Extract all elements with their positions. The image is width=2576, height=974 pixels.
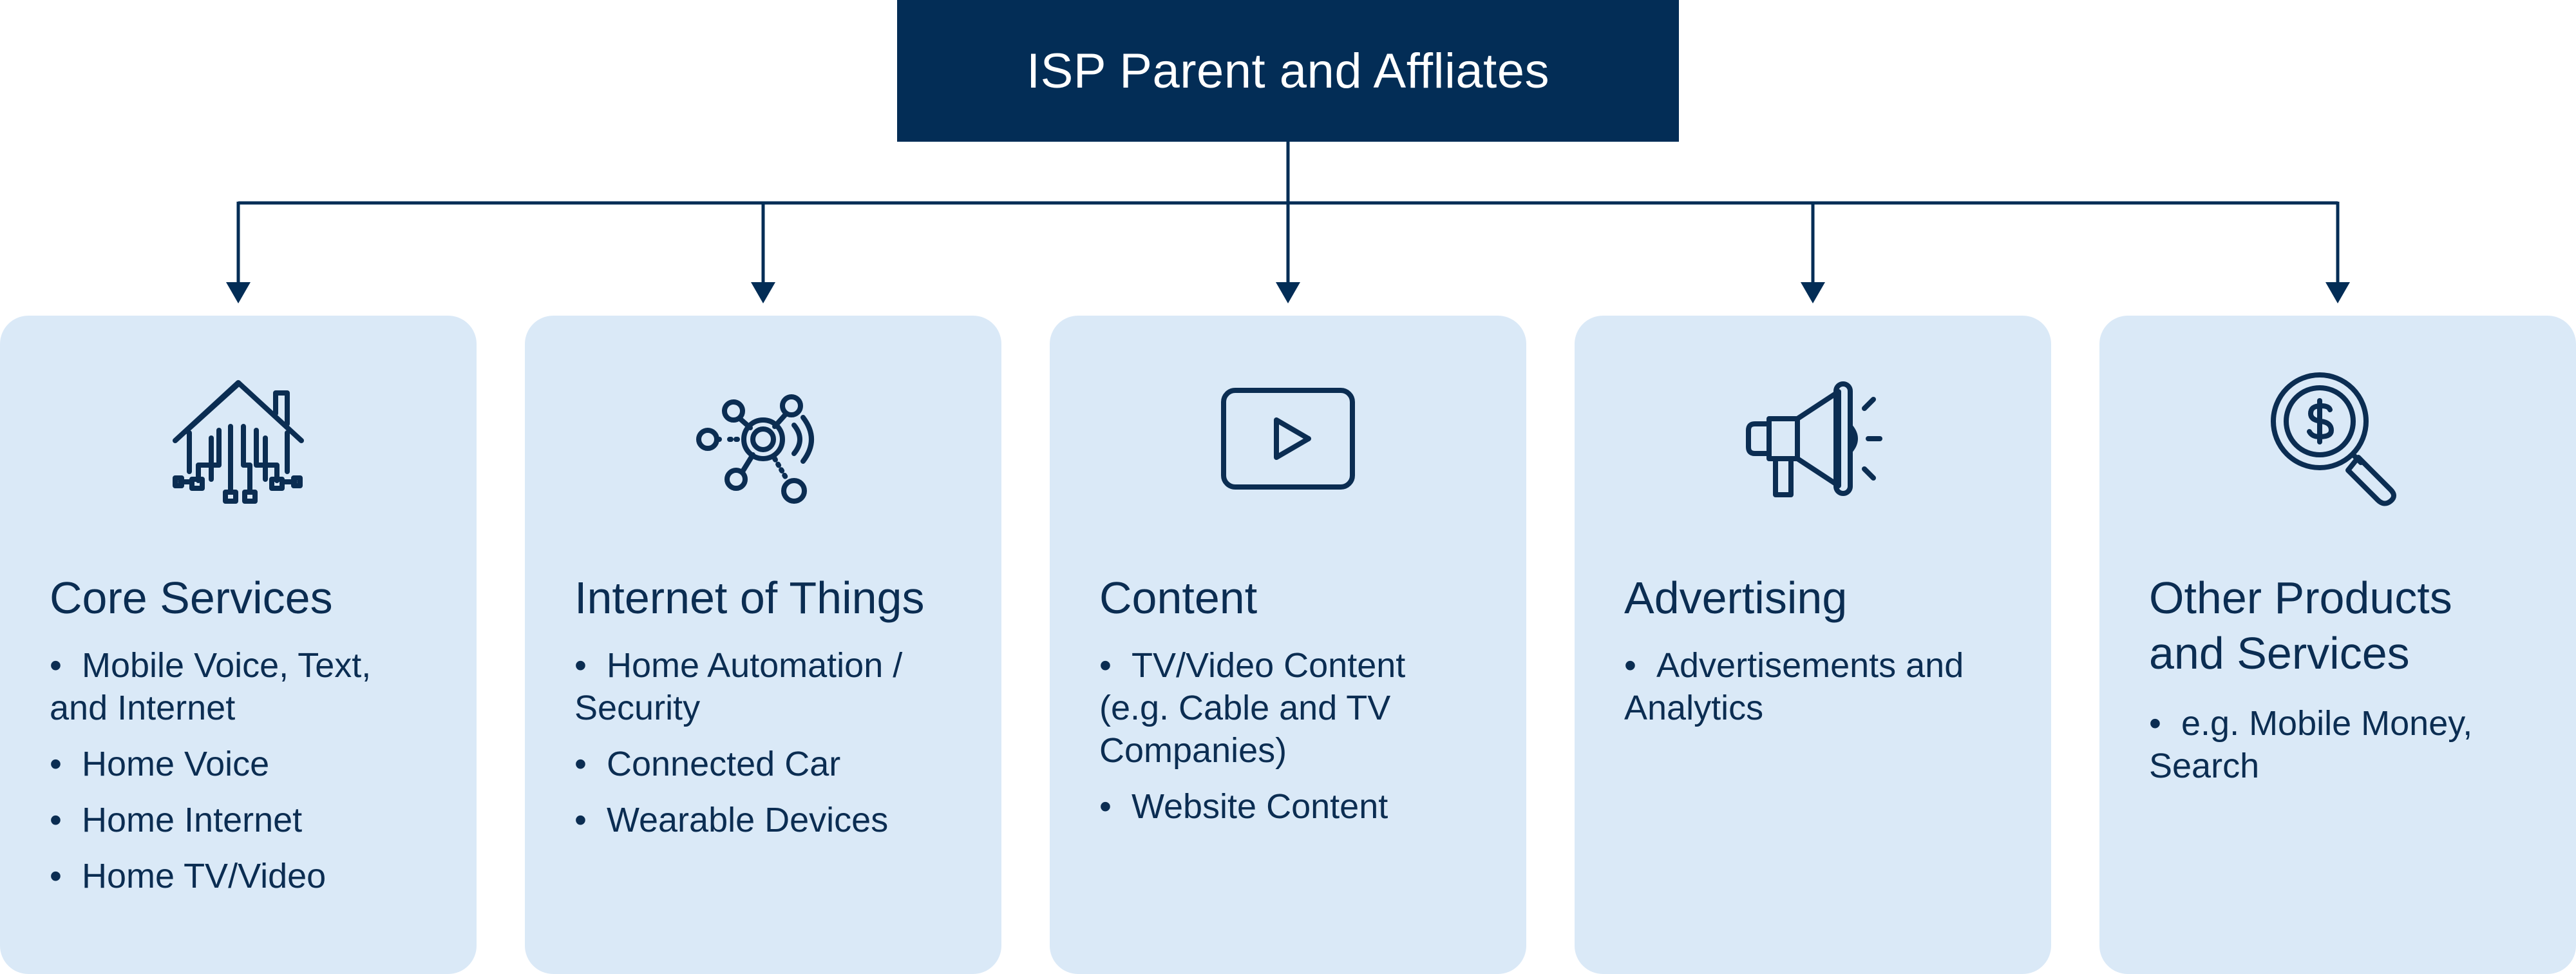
list-item-text: Search [2149, 747, 2260, 785]
card-title: Core Services [50, 570, 455, 625]
card-title-line: Content [1099, 573, 1258, 623]
list-item: •Connected Car [574, 745, 841, 783]
parent-node: ISP Parent and Affliates [897, 0, 1679, 142]
card-title-line: Internet of Things [574, 573, 925, 623]
list-item-text: TV/Video Content [1132, 646, 1406, 685]
card-title-line: Advertising [1624, 573, 1848, 623]
card-internet-of-things: Internet of Things •Home Automation /Sec… [525, 316, 1001, 974]
card-other-products-and-services: Other Products and Services •e.g. Mobile… [2099, 316, 2576, 974]
list-item-text: Wearable Devices [607, 801, 889, 839]
card-item-list: •e.g. Mobile Money,Search [2149, 702, 2555, 801]
arrowhead-1 [226, 282, 251, 303]
card-item-list: •Home Automation /Security •Connected Ca… [574, 644, 980, 855]
list-item-text: Home Internet [82, 801, 303, 839]
list-item-text: Analytics [1624, 689, 1764, 727]
parent-node-title: ISP Parent and Affliates [1027, 43, 1549, 99]
list-item: •Home Automation /Security [574, 646, 903, 727]
list-item: •Website Content [1099, 787, 1388, 826]
card-title-line: Core Services [50, 573, 333, 623]
list-item: •Home TV/Video [50, 857, 327, 895]
card-item-list: •Mobile Voice, Text,and Internet •Home V… [50, 644, 455, 911]
list-item-text: Home Automation / [607, 646, 903, 685]
list-item-text: and Internet [50, 689, 236, 727]
megaphone-icon [1575, 368, 2051, 510]
card-title: Content [1099, 570, 1505, 625]
card-title: Other Products and Services [2149, 570, 2555, 681]
arrowhead-3 [1276, 282, 1300, 303]
list-item-text: Home Voice [82, 745, 270, 783]
card-title: Advertising [1624, 570, 2030, 625]
list-item-text: Advertisements and [1656, 646, 1964, 685]
arrowhead-2 [751, 282, 775, 303]
card-core-services: Core Services •Mobile Voice, Text,and In… [0, 316, 477, 974]
network-nodes-icon [525, 368, 1001, 510]
video-play-icon [1050, 368, 1526, 510]
smart-home-icon [0, 368, 477, 510]
arrowhead-4 [1801, 282, 1825, 303]
card-title-line: and Services [2149, 628, 2410, 678]
list-item: •Wearable Devices [574, 801, 889, 839]
list-item-text: Home TV/Video [82, 857, 327, 895]
card-title-line: Other Products [2149, 573, 2452, 623]
list-item-text: e.g. Mobile Money, [2181, 704, 2473, 743]
list-item: •Home Voice [50, 745, 270, 783]
list-item-text: Companies) [1099, 731, 1287, 770]
card-content: Content •TV/Video Content(e.g. Cable and… [1050, 316, 1526, 974]
list-item-text: (e.g. Cable and TV [1099, 689, 1391, 727]
list-item-text: Website Content [1132, 787, 1388, 826]
list-item: •Mobile Voice, Text,and Internet [50, 646, 372, 727]
list-item: •e.g. Mobile Money,Search [2149, 704, 2473, 785]
list-item-text: Connected Car [607, 745, 841, 783]
arrowhead-5 [2325, 282, 2350, 303]
list-item-text: Security [574, 689, 701, 727]
list-item-text: Mobile Voice, Text, [82, 646, 372, 685]
list-item: •Home Internet [50, 801, 303, 839]
search-money-icon [2099, 368, 2576, 510]
card-title: Internet of Things [574, 570, 980, 625]
